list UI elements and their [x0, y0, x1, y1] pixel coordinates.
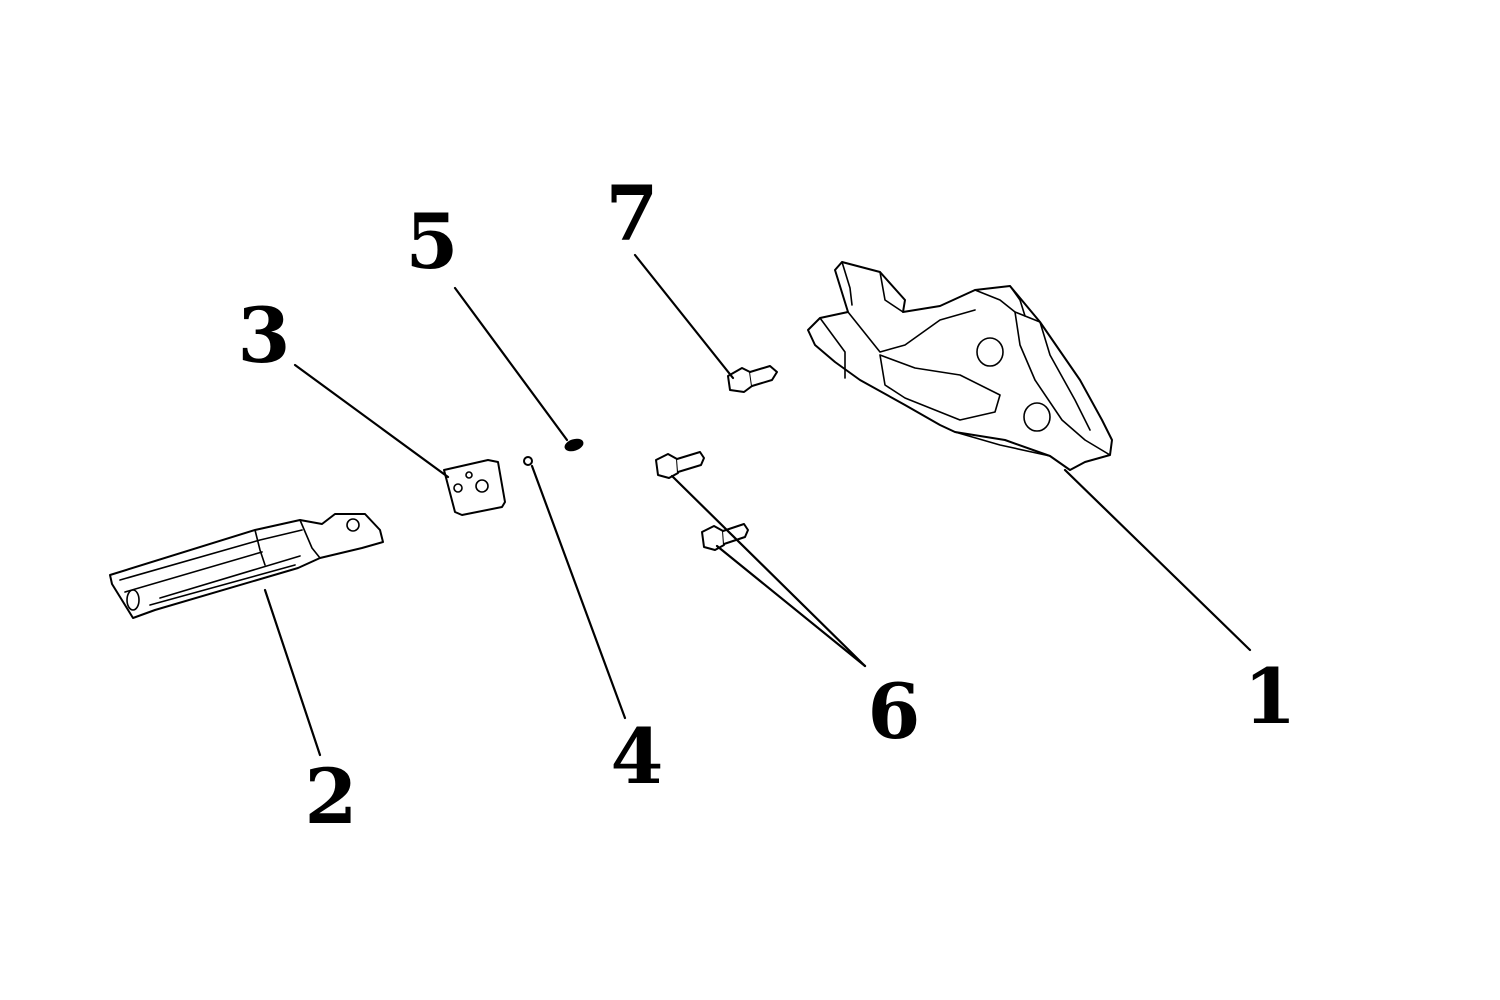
bolts — [655, 451, 749, 551]
callout-1: 1 — [1244, 652, 1297, 741]
callout-6: 6 — [868, 667, 921, 756]
screw — [727, 365, 778, 393]
callout-7: 7 — [606, 169, 659, 258]
callout-5: 5 — [406, 197, 459, 286]
leader-lines — [263, 253, 1252, 757]
leader-3 — [293, 363, 450, 479]
pin — [523, 456, 533, 466]
leader-6a — [670, 474, 867, 668]
callout-4: 4 — [611, 712, 664, 801]
footpeg — [109, 513, 384, 619]
callout-3: 3 — [238, 291, 291, 380]
leader-5 — [453, 286, 569, 442]
callout-2: 2 — [305, 752, 358, 841]
leader-1 — [1063, 468, 1252, 652]
leader-6b — [715, 544, 867, 668]
leader-7 — [633, 253, 735, 380]
plate — [443, 459, 506, 516]
spring-washer — [564, 438, 584, 452]
footrest-bracket — [807, 261, 1113, 471]
leader-4 — [530, 464, 627, 720]
callout-labels: 1 2 3 4 5 6 7 — [238, 169, 1297, 841]
leader-2 — [263, 588, 322, 757]
